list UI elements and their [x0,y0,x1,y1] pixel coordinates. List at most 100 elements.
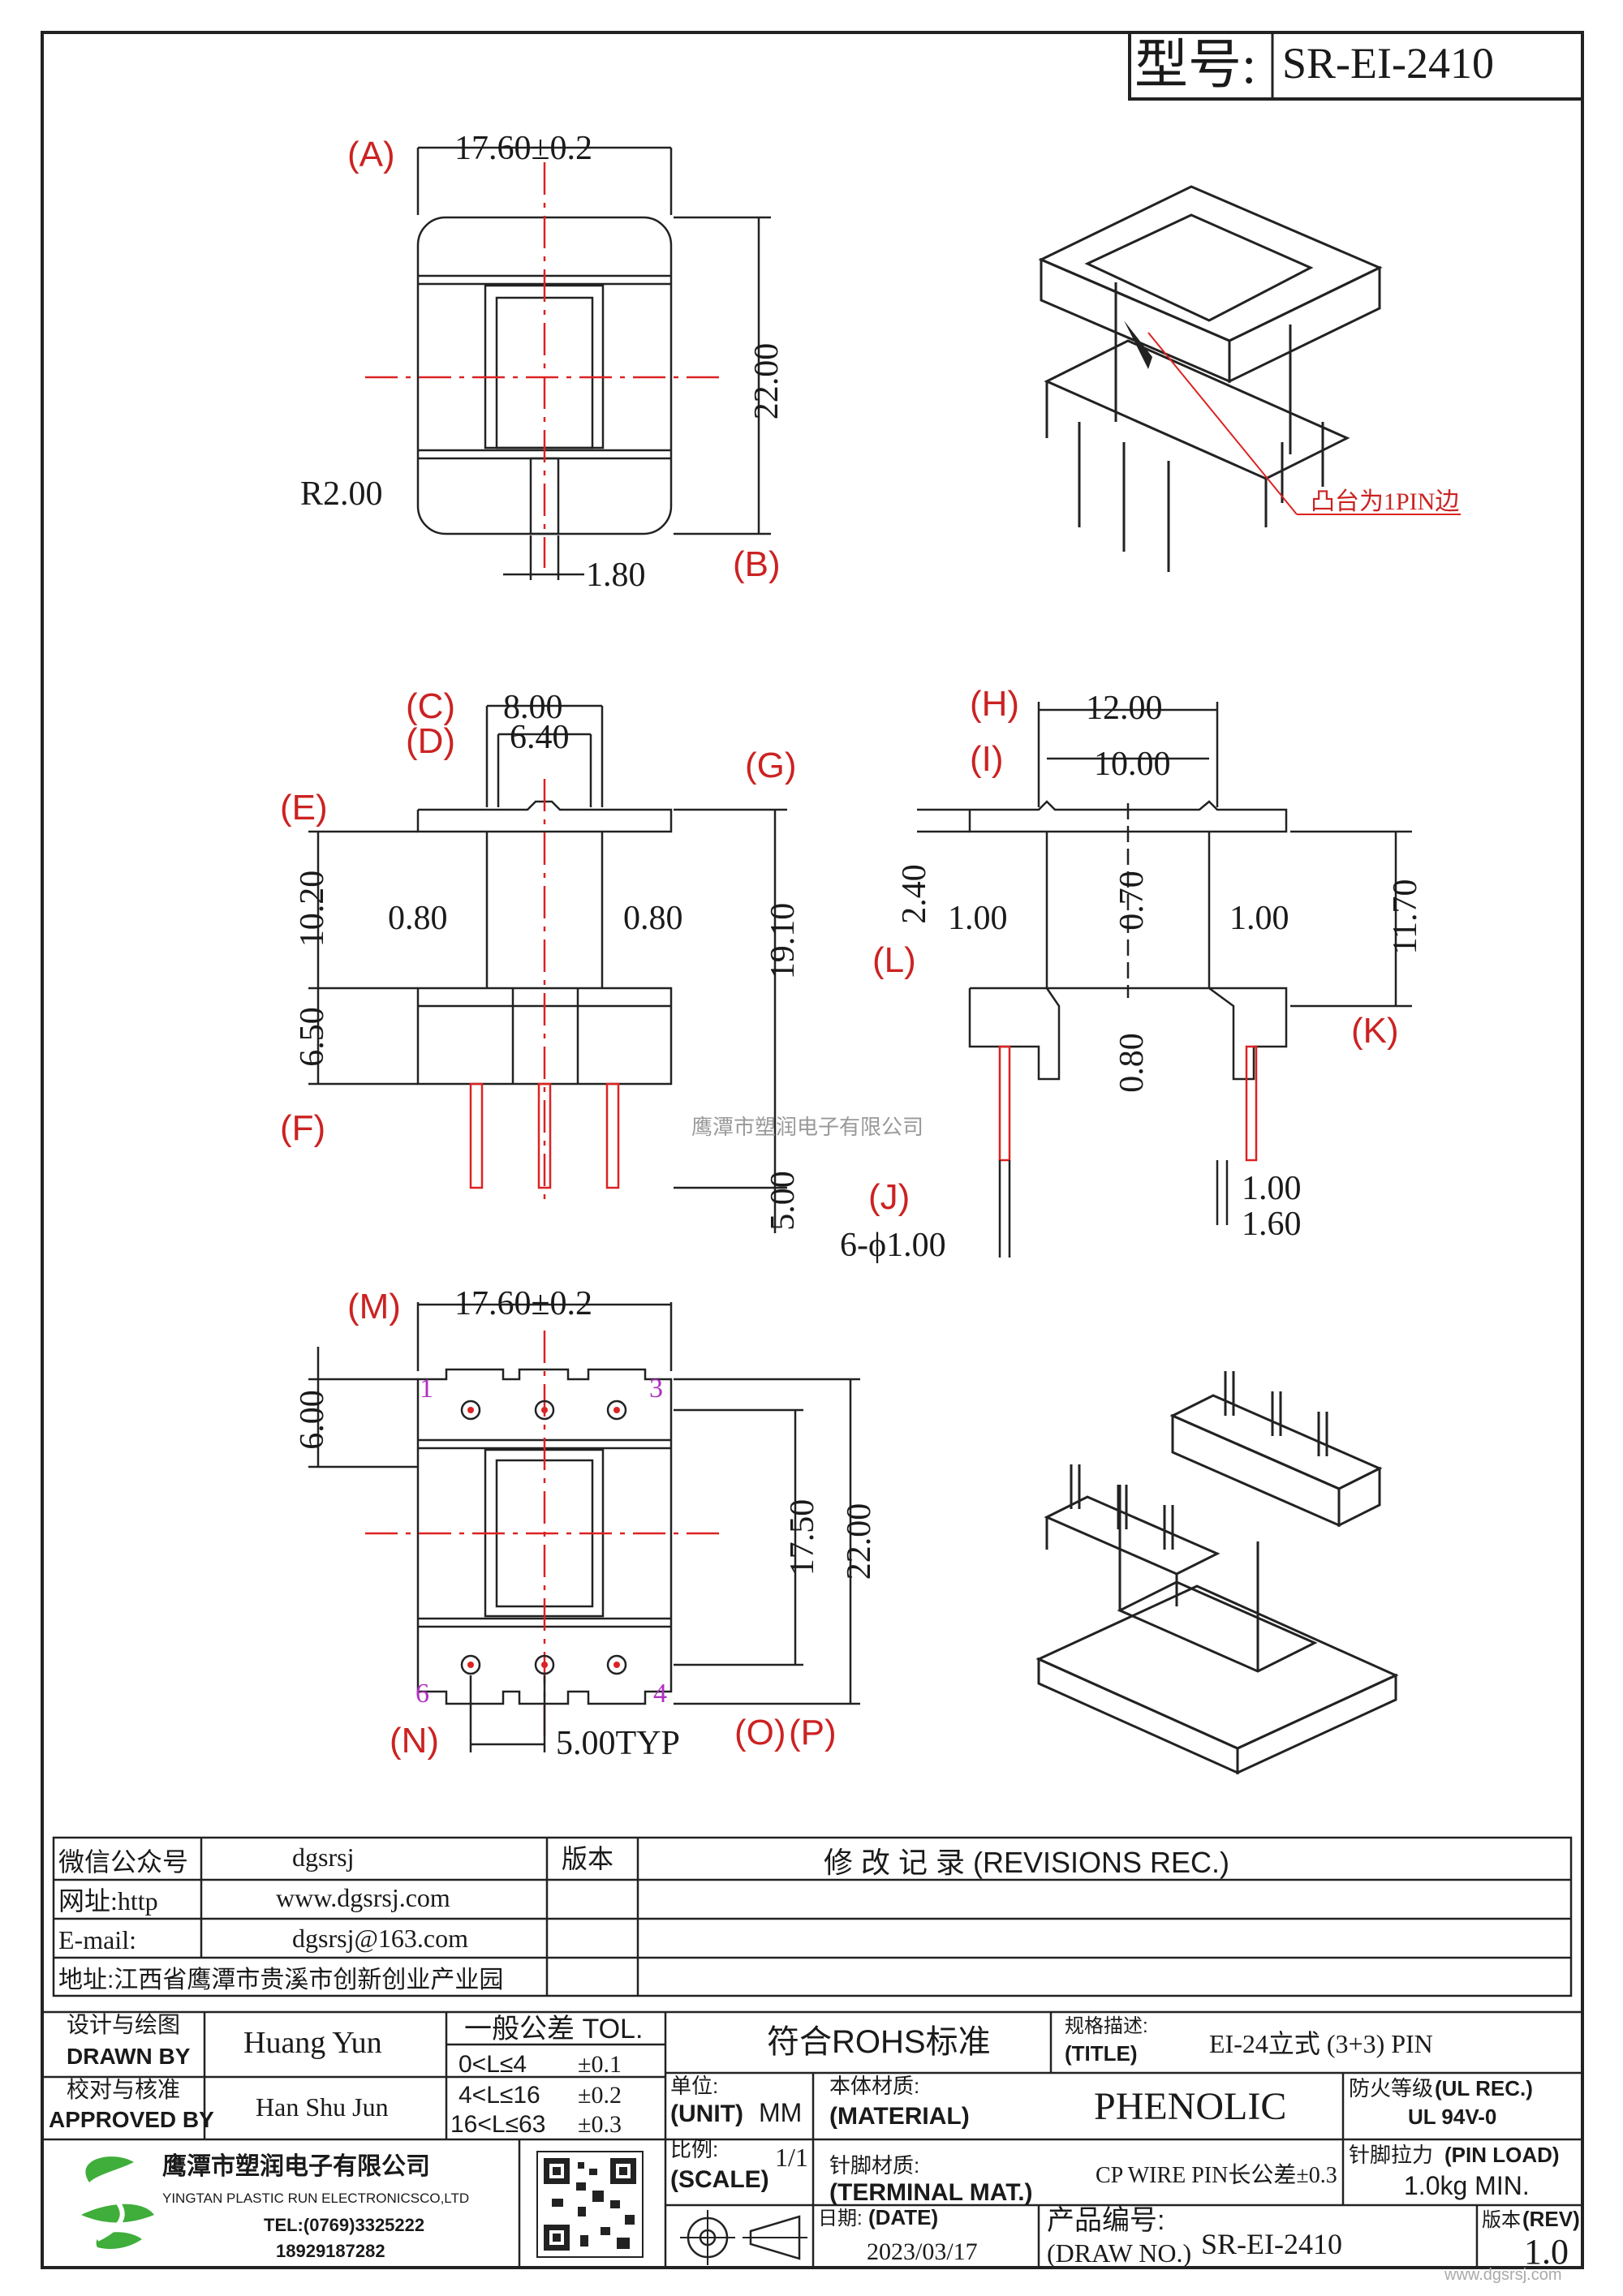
material-value: PHENOLIC [1094,2085,1286,2128]
spec-cn: 规格描述: [1065,2015,1148,2037]
label-n: (N) [390,1721,439,1761]
rohs: 符合ROHS标准 [767,2024,991,2060]
side-view: 12.00 10.00 2.40 1.00 0.70 1.00 11.70 0.… [840,684,1424,1264]
tol-val-2: ±0.2 [578,2082,622,2109]
tol-title: 一般公差 TOL. [464,2014,643,2044]
bottom-view: 17.60±0.2 6.00 17.50 22.00 5.00TYP 1 3 6… [294,1285,878,1762]
title-block: 设计与绘图 DRAWN BY Huang Yun 校对与核准 APPROVED … [41,2010,1584,2284]
company-logo [81,2156,154,2249]
date-cn: 日期: [818,2208,863,2229]
side-dim-h: 12.00 [1086,690,1163,727]
pinload-value: 1.0kg MIN. [1404,2171,1530,2200]
projection-symbol [680,2210,807,2265]
pinload-cn: 针脚拉力 [1349,2143,1433,2167]
top-slot-dim: 1.80 [586,557,646,594]
revisions-title: 修 改 记 录 (REVISIONS REC.) [824,1846,1229,1879]
side-h-total: 11.70 [1387,879,1424,955]
front-dim-c: 8.00 [503,689,563,726]
material-cn: 本体材质: [829,2074,919,2098]
email-value: dgsrsj@163.com [292,1924,468,1953]
unit-en: (UNIT) [670,2100,743,2127]
side-pin-d1: 1.00 [1242,1170,1302,1207]
tol-val-3: ±0.3 [578,2111,622,2138]
label-g: (G) [745,746,797,785]
drawno-en: (DRAW NO.) [1047,2238,1191,2268]
side-mid: 0.70 [1113,871,1151,931]
label-e: (E) [280,788,328,828]
side-dim-i: 10.00 [1094,746,1171,783]
watermark: 鹰潭市塑润电子有限公司 [691,1115,923,1139]
date-en: (DATE) [868,2205,938,2229]
label-k: (K) [1351,1011,1399,1051]
front-h2: 6.50 [294,1007,331,1067]
tol-val-1: ±0.1 [578,2051,622,2078]
drawn-cn: 设计与绘图 [67,2012,180,2037]
bottom-pitch-h: 5.00TYP [556,1725,680,1762]
drawn-en: DRAWN BY [67,2044,191,2069]
address: 地址:江西省鹰潭市贵溪市创新创业产业园 [58,1967,503,1993]
wechat-value: dgsrsj [292,1842,354,1872]
front-h1: 10.20 [294,871,331,948]
web-value: www.dgsrsj.com [276,1883,450,1912]
unit-cn: 单位: [670,2074,718,2098]
scale-value: 1/1 [775,2143,808,2172]
company-tel: TEL:(0769)3325222 [264,2215,424,2235]
tol-range-1: 0<L≤4 [458,2051,527,2078]
front-dim-d: 6.40 [510,719,570,756]
approved-en: APPROVED BY [49,2107,214,2132]
pin-hole [460,1400,627,1675]
qr-code [536,2151,644,2258]
tol-range-2: 4<L≤16 [458,2082,540,2109]
email-label: E-mail: [58,1925,136,1954]
site-watermark: www.dgsrsj.com [1444,2266,1561,2284]
model-value: SR-EI-2410 [1282,39,1494,88]
model-header: 型号: SR-EI-2410 [1128,31,1584,101]
fire-cn: 防火等级 [1349,2076,1433,2100]
side-left-wall: 1.00 [948,900,1008,937]
side-bottom: 0.80 [1113,1033,1151,1093]
bottom-dim-top: 6.00 [294,1390,331,1450]
drawn-name: Huang Yun [243,2026,382,2060]
label-b: (B) [733,544,781,584]
top-height-dim: 22.00 [748,343,786,420]
rev-value: 1.0 [1524,2232,1569,2272]
label-o: (O) [734,1713,786,1752]
company-phone: 18929187282 [276,2241,385,2261]
pin-number-6: 6 [415,1679,429,1709]
bottom-height-dim: 22.00 [841,1503,878,1580]
top-radius-dim: R2.00 [300,475,383,513]
approved-name: Han Shu Jun [256,2092,389,2122]
side-pin-d2: 1.60 [1242,1206,1302,1243]
label-l: (L) [872,940,916,980]
unit-value: MM [759,2098,802,2127]
rev-cn: 版本 [1482,2209,1521,2231]
front-h-total: 19.10 [764,903,802,980]
scale-cn: 比例: [670,2137,718,2161]
spec-value: EI-24立式 (3+3) PIN [1209,2029,1433,2058]
pin-number-4: 4 [653,1679,667,1709]
fire-en: (UL REC.) [1435,2076,1533,2100]
spec-en: (TITLE) [1065,2041,1138,2066]
version-label: 版本 [562,1844,613,1873]
isometric-view-bottom [1035,1371,1399,1775]
label-p: (P) [789,1713,837,1752]
wechat-label: 微信公众号 [58,1847,188,1877]
terminal-value: CP WIRE PIN长公差±0.3 [1096,2162,1337,2188]
company-cn: 鹰潭市塑润电子有限公司 [162,2152,430,2180]
date-value: 2023/03/17 [867,2238,978,2265]
bottom-width-dim: 17.60±0.2 [454,1285,592,1322]
rev-en: (REV) [1522,2207,1580,2231]
front-view: 8.00 6.40 0.80 0.80 10.20 6.50 19.10 5.0… [280,686,802,1233]
label-j: (J) [868,1177,910,1217]
label-f: (F) [280,1108,325,1148]
bottom-pitch-v: 17.50 [784,1499,821,1576]
model-label: 型号: [1134,36,1256,95]
drawno-value: SR-EI-2410 [1201,2228,1342,2260]
info-table: 微信公众号 dgsrsj 网址:http www.dgsrsj.com E-ma… [52,1836,1573,1997]
label-c: (C) [406,686,455,726]
side-pin-dia: 6-ϕ1.00 [840,1227,946,1264]
front-right-gap: 0.80 [623,900,683,937]
company-en: YINGTAN PLASTIC RUN ELECTRONICSCO,LTD [162,2191,469,2206]
web-label: 网址:http [58,1886,158,1915]
